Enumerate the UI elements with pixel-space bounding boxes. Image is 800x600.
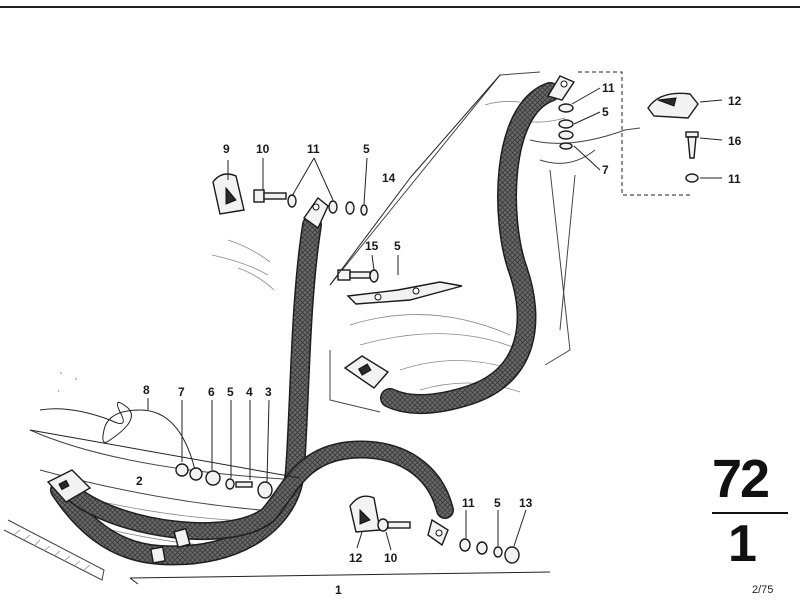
- trim-cap-12-upper: [647, 92, 699, 119]
- group-code-divider: [712, 512, 788, 514]
- callout-9: 9: [223, 142, 230, 156]
- callout-labels: 9 10 11 5 14 15 5 11 5 7 12 16 11 8 7 6 …: [136, 81, 742, 597]
- callout-7-lower: 7: [178, 385, 185, 399]
- callout-6: 6: [208, 385, 215, 399]
- callout-5-lower-right: 5: [494, 496, 501, 510]
- callout-8: 8: [143, 383, 150, 397]
- callout-11-right: 11: [728, 172, 741, 186]
- callout-3: 3: [265, 385, 272, 399]
- group-code-minor: 1: [728, 515, 757, 573]
- screw-16: [685, 131, 699, 159]
- callout-14: 14: [382, 171, 396, 185]
- rear-seat-belt-strap: [380, 82, 560, 414]
- buckle-cable-8: [39, 401, 196, 471]
- bolt-15: [337, 269, 379, 283]
- lap-belt-strap: [66, 440, 454, 540]
- callout-5-lower-left: 5: [227, 385, 234, 399]
- upper-anchor-plate-front: [303, 196, 329, 230]
- issue-date: 2/75: [752, 584, 774, 596]
- bolt-10-lower: [377, 518, 411, 532]
- callout-5-upper-front: 5: [363, 142, 370, 156]
- leader-lines: [29, 74, 723, 585]
- lower-anchor-plate: [427, 518, 449, 547]
- callout-10-lower: 10: [384, 551, 398, 565]
- callout-12-lower: 12: [349, 551, 363, 565]
- callout-11-upper-front: 11: [307, 142, 320, 156]
- callout-13: 13: [519, 496, 533, 510]
- callout-16: 16: [728, 134, 742, 148]
- callout-4: 4: [246, 385, 253, 399]
- callout-12-upper: 12: [728, 94, 742, 108]
- callout-1: 1: [335, 583, 342, 597]
- upper-anchor-plate-rear: [546, 75, 576, 101]
- callout-7-upper-rear: 7: [602, 163, 609, 177]
- callout-11-lower: 11: [462, 496, 475, 510]
- rear-buckle-tongue: [343, 355, 390, 389]
- top-border-rule: [0, 6, 800, 8]
- callout-11-upper-rear: 11: [602, 81, 615, 95]
- cover-cap-12-lower: [349, 495, 381, 533]
- washers-lower-left: [175, 463, 273, 499]
- anchor-group-bracket: [578, 71, 690, 196]
- callout-5-bracket: 5: [394, 239, 401, 253]
- washers-lower-right: [459, 538, 520, 564]
- callout-10-upper: 10: [256, 142, 270, 156]
- floor-bracket: [346, 281, 463, 305]
- washers-upper-rear: [558, 103, 574, 150]
- callout-2: 2: [136, 474, 143, 488]
- nut-11-upper-right: [685, 173, 699, 183]
- strap-clips: [150, 527, 191, 564]
- callout-5-upper-rear: 5: [602, 105, 609, 119]
- front-buckle-tongue: [46, 469, 92, 503]
- callout-15: 15: [365, 239, 379, 253]
- washers-upper-front: [287, 194, 368, 216]
- bolt-10-upper: [253, 189, 287, 203]
- group-code-major: 72: [712, 449, 770, 509]
